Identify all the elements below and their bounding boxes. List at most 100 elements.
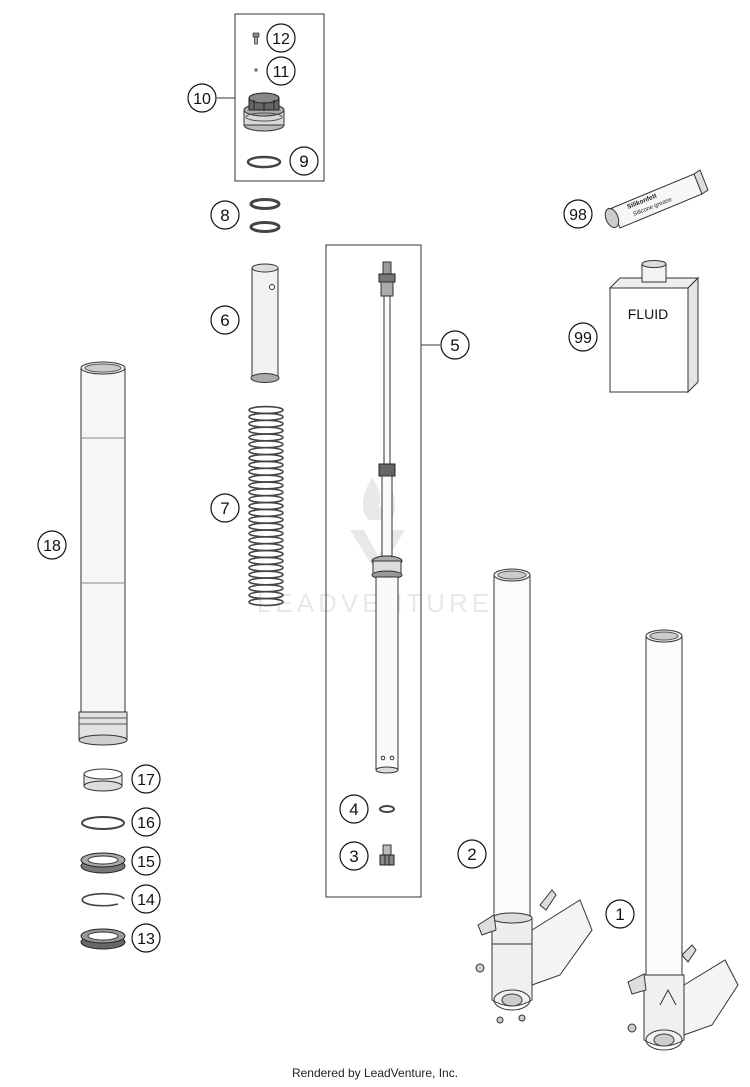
callout-label: 10 <box>193 91 211 108</box>
callout-13: 13 <box>131 923 161 953</box>
callout-circle <box>131 764 161 794</box>
callout-circle <box>187 83 217 113</box>
spring-part-7 <box>248 405 284 607</box>
spring-coil <box>248 474 284 483</box>
callout-label: 98 <box>569 207 587 224</box>
callout-label: 7 <box>220 499 229 518</box>
callout-label: 4 <box>349 800 358 819</box>
callout-label: 13 <box>137 931 155 948</box>
spring-coil <box>248 549 284 559</box>
callout-99: 99 <box>568 322 598 352</box>
footer-credit: Rendered by LeadVenture, Inc. <box>291 1066 459 1080</box>
callout-circle <box>457 839 487 869</box>
dust-seal-part-13 <box>80 928 126 950</box>
callout-2: 2 <box>457 839 487 869</box>
callout-label: 17 <box>137 772 155 789</box>
cartridge-group <box>325 244 440 898</box>
o-ring-part-9 <box>246 155 282 169</box>
circlip-part-14 <box>81 892 125 907</box>
washer-part-4 <box>379 805 395 813</box>
spring-coil <box>248 508 284 518</box>
spring-coil <box>248 515 284 524</box>
spring-coil <box>248 412 284 422</box>
callout-15: 15 <box>131 846 161 876</box>
outer-tube-part-18 <box>78 361 128 746</box>
spring-coil <box>248 440 284 449</box>
callout-98: 98 <box>563 199 593 229</box>
callout-label: 11 <box>273 64 290 81</box>
callout-label: 12 <box>272 31 290 48</box>
callout-circle <box>210 200 240 230</box>
screw-part-12 <box>252 32 260 45</box>
spring-coil <box>248 501 284 511</box>
callout-label: 8 <box>220 206 229 225</box>
ball-part-11 <box>254 68 258 72</box>
callout-12: 12 <box>266 23 296 53</box>
spring-coil <box>248 570 284 579</box>
callout-label: 9 <box>299 152 308 171</box>
spring-coil <box>248 460 284 470</box>
ring-part-16 <box>81 816 125 830</box>
spring-coil <box>248 405 284 415</box>
callout-label: 16 <box>137 815 155 832</box>
callout-circle <box>266 23 296 53</box>
spring-coil <box>248 481 284 490</box>
callout-1: 1 <box>605 899 635 929</box>
spring-coil <box>248 419 284 428</box>
callout-circle <box>563 199 593 229</box>
spring-coil <box>248 577 284 586</box>
callout-circle <box>440 330 470 360</box>
spring-coil <box>248 529 284 538</box>
callout-17: 17 <box>131 764 161 794</box>
callout-circle <box>289 146 319 176</box>
callout-label: 1 <box>615 905 624 924</box>
spring-coil <box>248 536 284 545</box>
fluid-bottle-part-99: FLUID <box>608 260 700 394</box>
spring-coil <box>248 597 284 607</box>
callout-label: 5 <box>450 336 459 355</box>
callout-circle <box>266 56 296 86</box>
callout-circle <box>131 846 161 876</box>
cap-assembly-group <box>217 13 325 182</box>
callout-11: 11 <box>266 56 296 86</box>
callout-6: 6 <box>210 305 240 335</box>
callout-3: 3 <box>339 841 369 871</box>
fork-leg-part-1 <box>627 629 739 1051</box>
callout-circle <box>131 884 161 914</box>
fluid-label: FLUID <box>628 306 668 322</box>
callout-4: 4 <box>339 794 369 824</box>
callout-circle <box>339 841 369 871</box>
spring-coil <box>248 542 284 552</box>
spring-coil <box>248 494 284 504</box>
spring-coil <box>248 522 284 531</box>
callout-8: 8 <box>210 200 240 230</box>
callout-label: 2 <box>467 845 476 864</box>
fork-cap-part-10 <box>243 92 285 132</box>
spring-coil <box>248 446 284 456</box>
spring-coil <box>248 467 284 476</box>
spring-coil <box>248 426 284 435</box>
spacer-tube-part-6 <box>250 263 280 383</box>
callout-circle <box>131 807 161 837</box>
seal-part-15 <box>80 852 126 874</box>
callout-9: 9 <box>289 146 319 176</box>
callout-circle <box>568 322 598 352</box>
callout-label: 15 <box>137 854 155 871</box>
callout-16: 16 <box>131 807 161 837</box>
callout-circle <box>37 530 67 560</box>
callout-label: 3 <box>349 847 358 866</box>
callout-14: 14 <box>131 884 161 914</box>
callout-circle <box>339 794 369 824</box>
spring-coil <box>248 433 284 442</box>
watermark: LEADVENTURE <box>257 478 489 618</box>
spring-coil <box>248 556 284 566</box>
bolt-part-3 <box>379 844 395 866</box>
spring-coil <box>248 453 284 463</box>
callout-label: 18 <box>43 538 61 555</box>
callout-18: 18 <box>37 530 67 560</box>
callout-label: 6 <box>220 311 229 330</box>
callout-circle <box>210 305 240 335</box>
callout-circle <box>131 923 161 953</box>
